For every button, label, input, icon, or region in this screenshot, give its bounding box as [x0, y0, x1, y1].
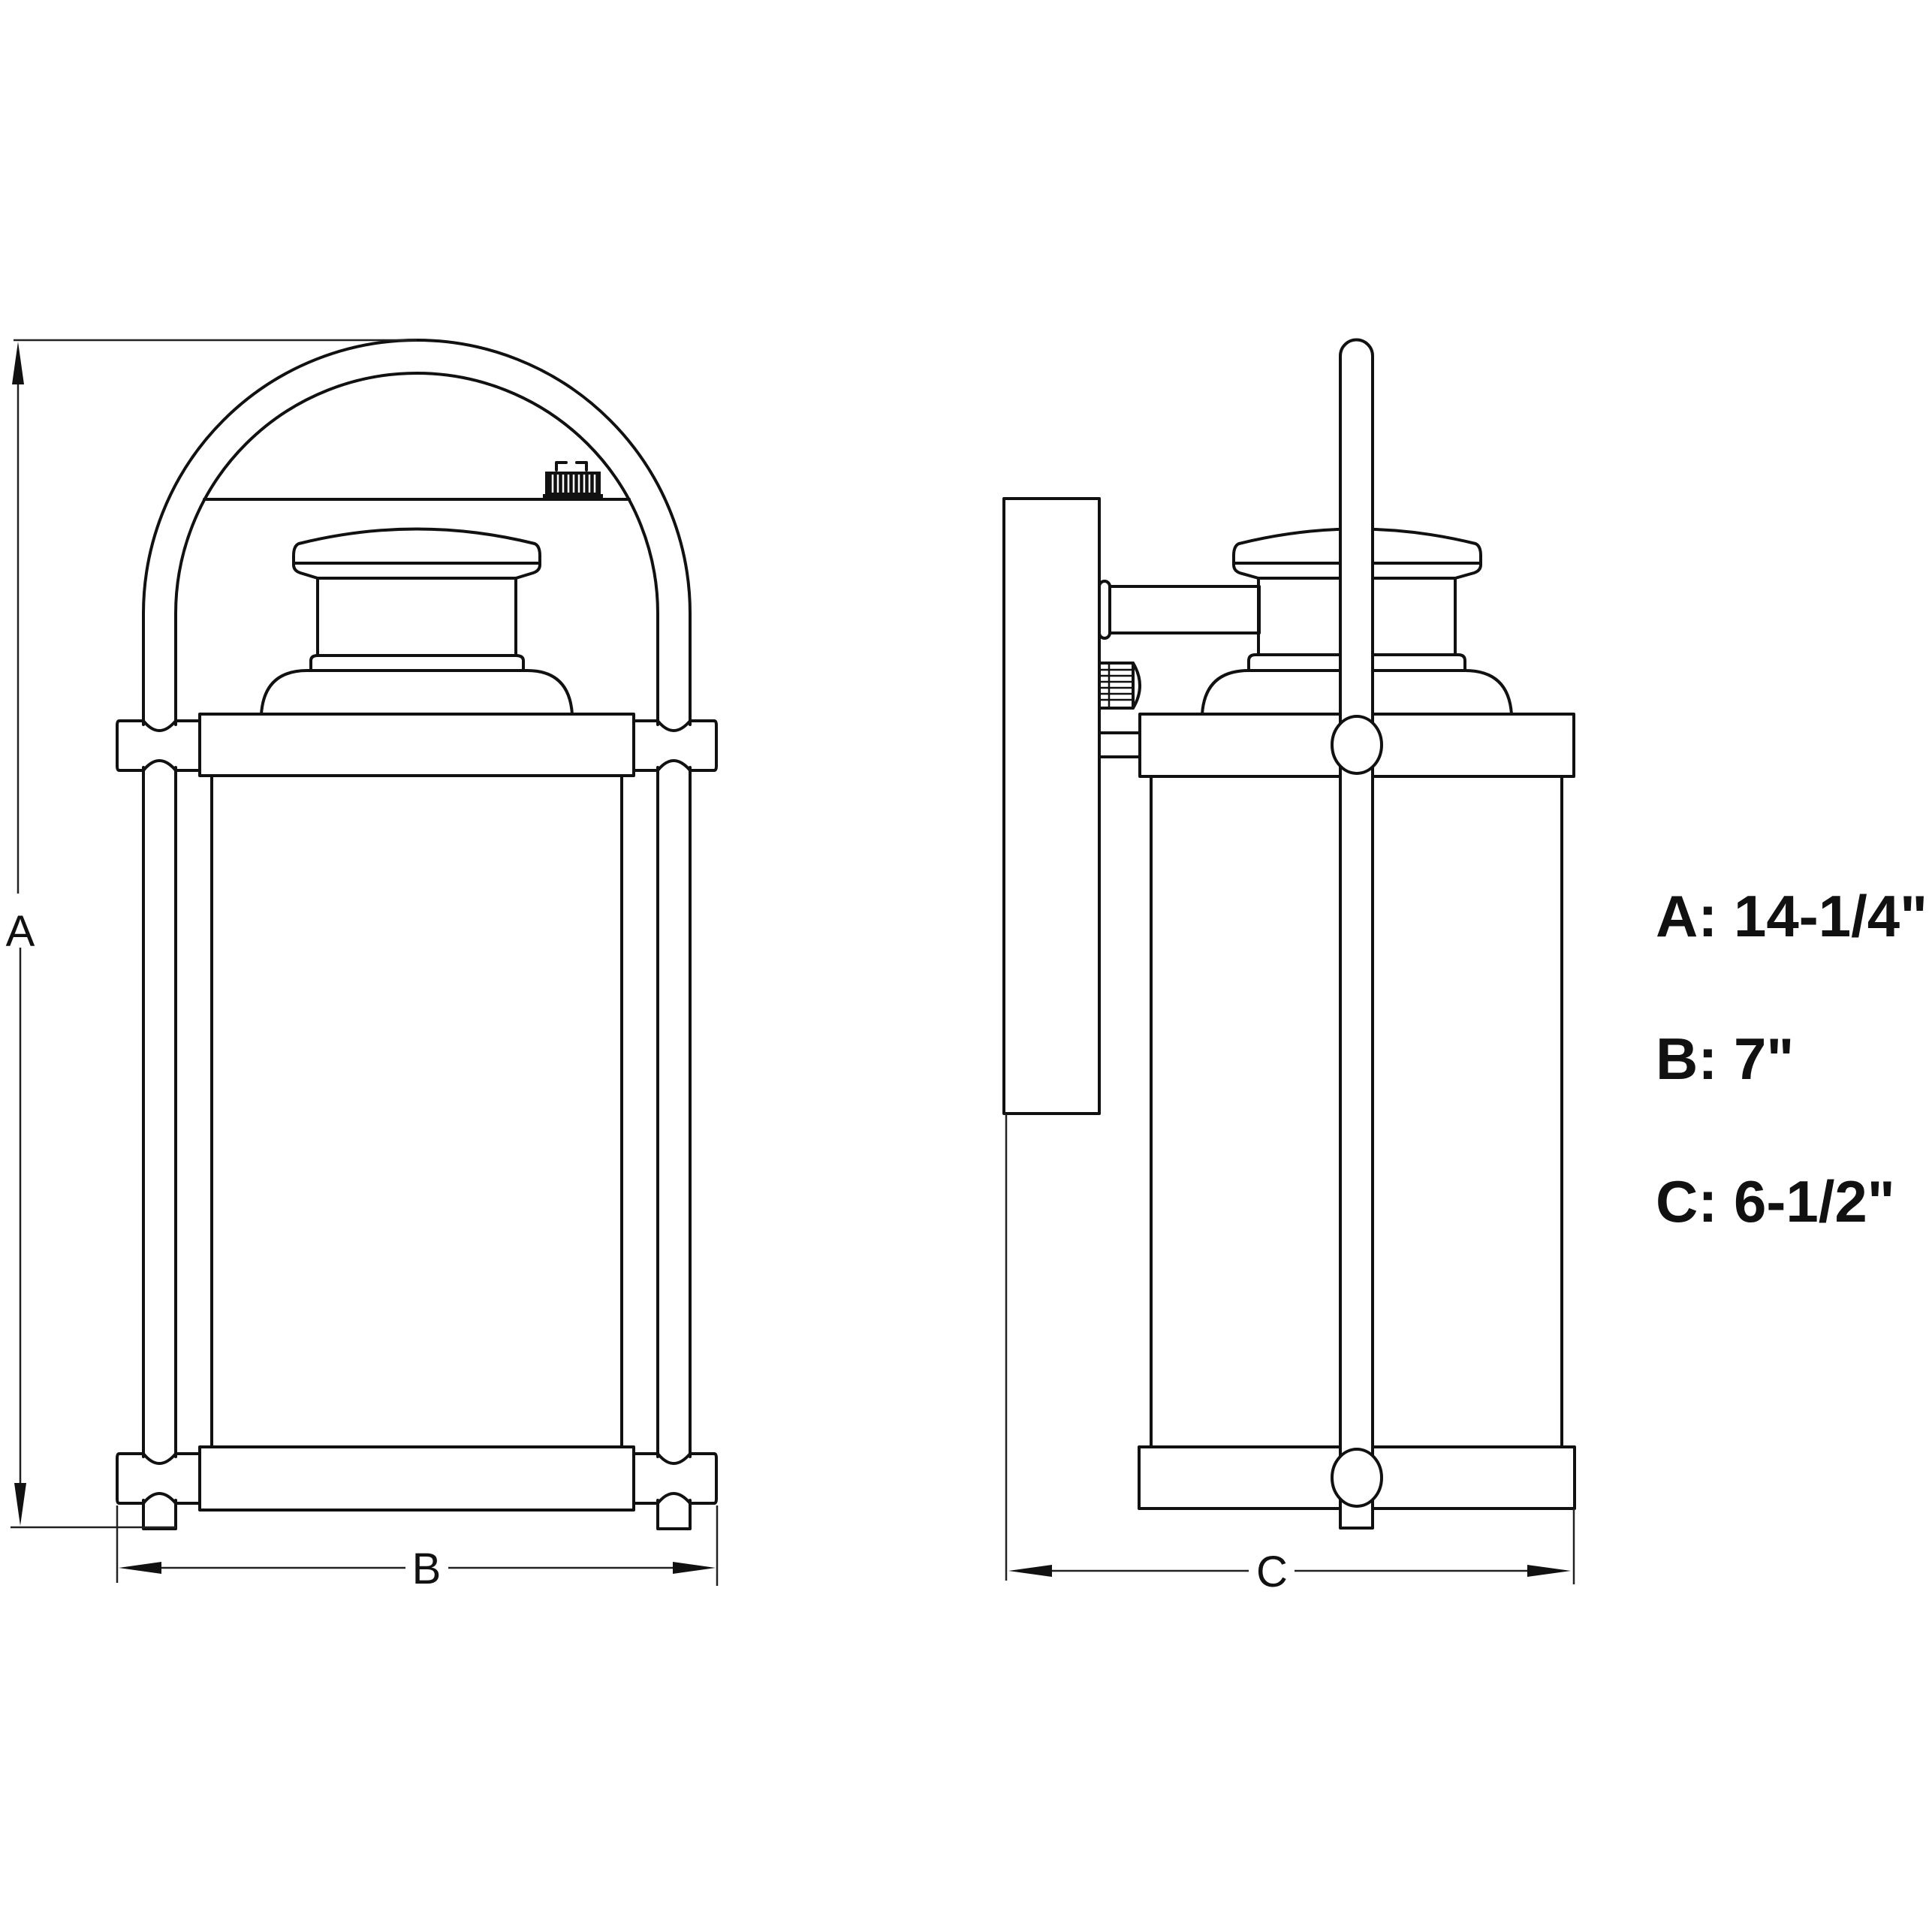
dimension-b-label: B	[412, 1545, 442, 1593]
spec-a: A: 14-1/4"	[1656, 883, 1928, 949]
spec-c: C: 6-1/2"	[1656, 1168, 1895, 1234]
arrow-left-icon	[119, 1562, 161, 1574]
dimension-a-label: A	[6, 907, 35, 956]
dimension-c-label: C	[1256, 1548, 1288, 1596]
side-view	[1002, 338, 1576, 1530]
upper-frame-band	[116, 713, 718, 777]
lower-frame-band	[116, 1445, 718, 1530]
knurled-nut-icon	[1098, 662, 1141, 710]
spec-b: B: 7"	[1656, 1026, 1795, 1092]
wall-backplate	[1002, 497, 1101, 1115]
glass-panel	[210, 774, 623, 1448]
front-view	[116, 339, 718, 1530]
arrow-down-icon	[14, 1483, 26, 1526]
side-rod	[1331, 338, 1383, 1530]
arrow-left-icon	[1008, 1565, 1052, 1577]
dimension-a: A	[6, 339, 417, 1529]
mounting-arm	[1098, 580, 1261, 640]
arrow-up-icon	[12, 342, 24, 384]
side-glass-panel	[1150, 775, 1563, 1448]
side-rods	[142, 766, 692, 1458]
photocell-sensor-icon	[543, 461, 603, 500]
dimension-b: B	[116, 1506, 719, 1593]
dimension-c: C	[1005, 1114, 1575, 1596]
arrow-right-icon	[1527, 1565, 1571, 1577]
arch-handle	[142, 339, 692, 726]
arrow-right-icon	[673, 1562, 716, 1574]
rod-knob-upper	[1331, 715, 1383, 775]
lantern-top-cap	[260, 527, 574, 716]
rod-knob-lower	[1331, 1448, 1383, 1508]
